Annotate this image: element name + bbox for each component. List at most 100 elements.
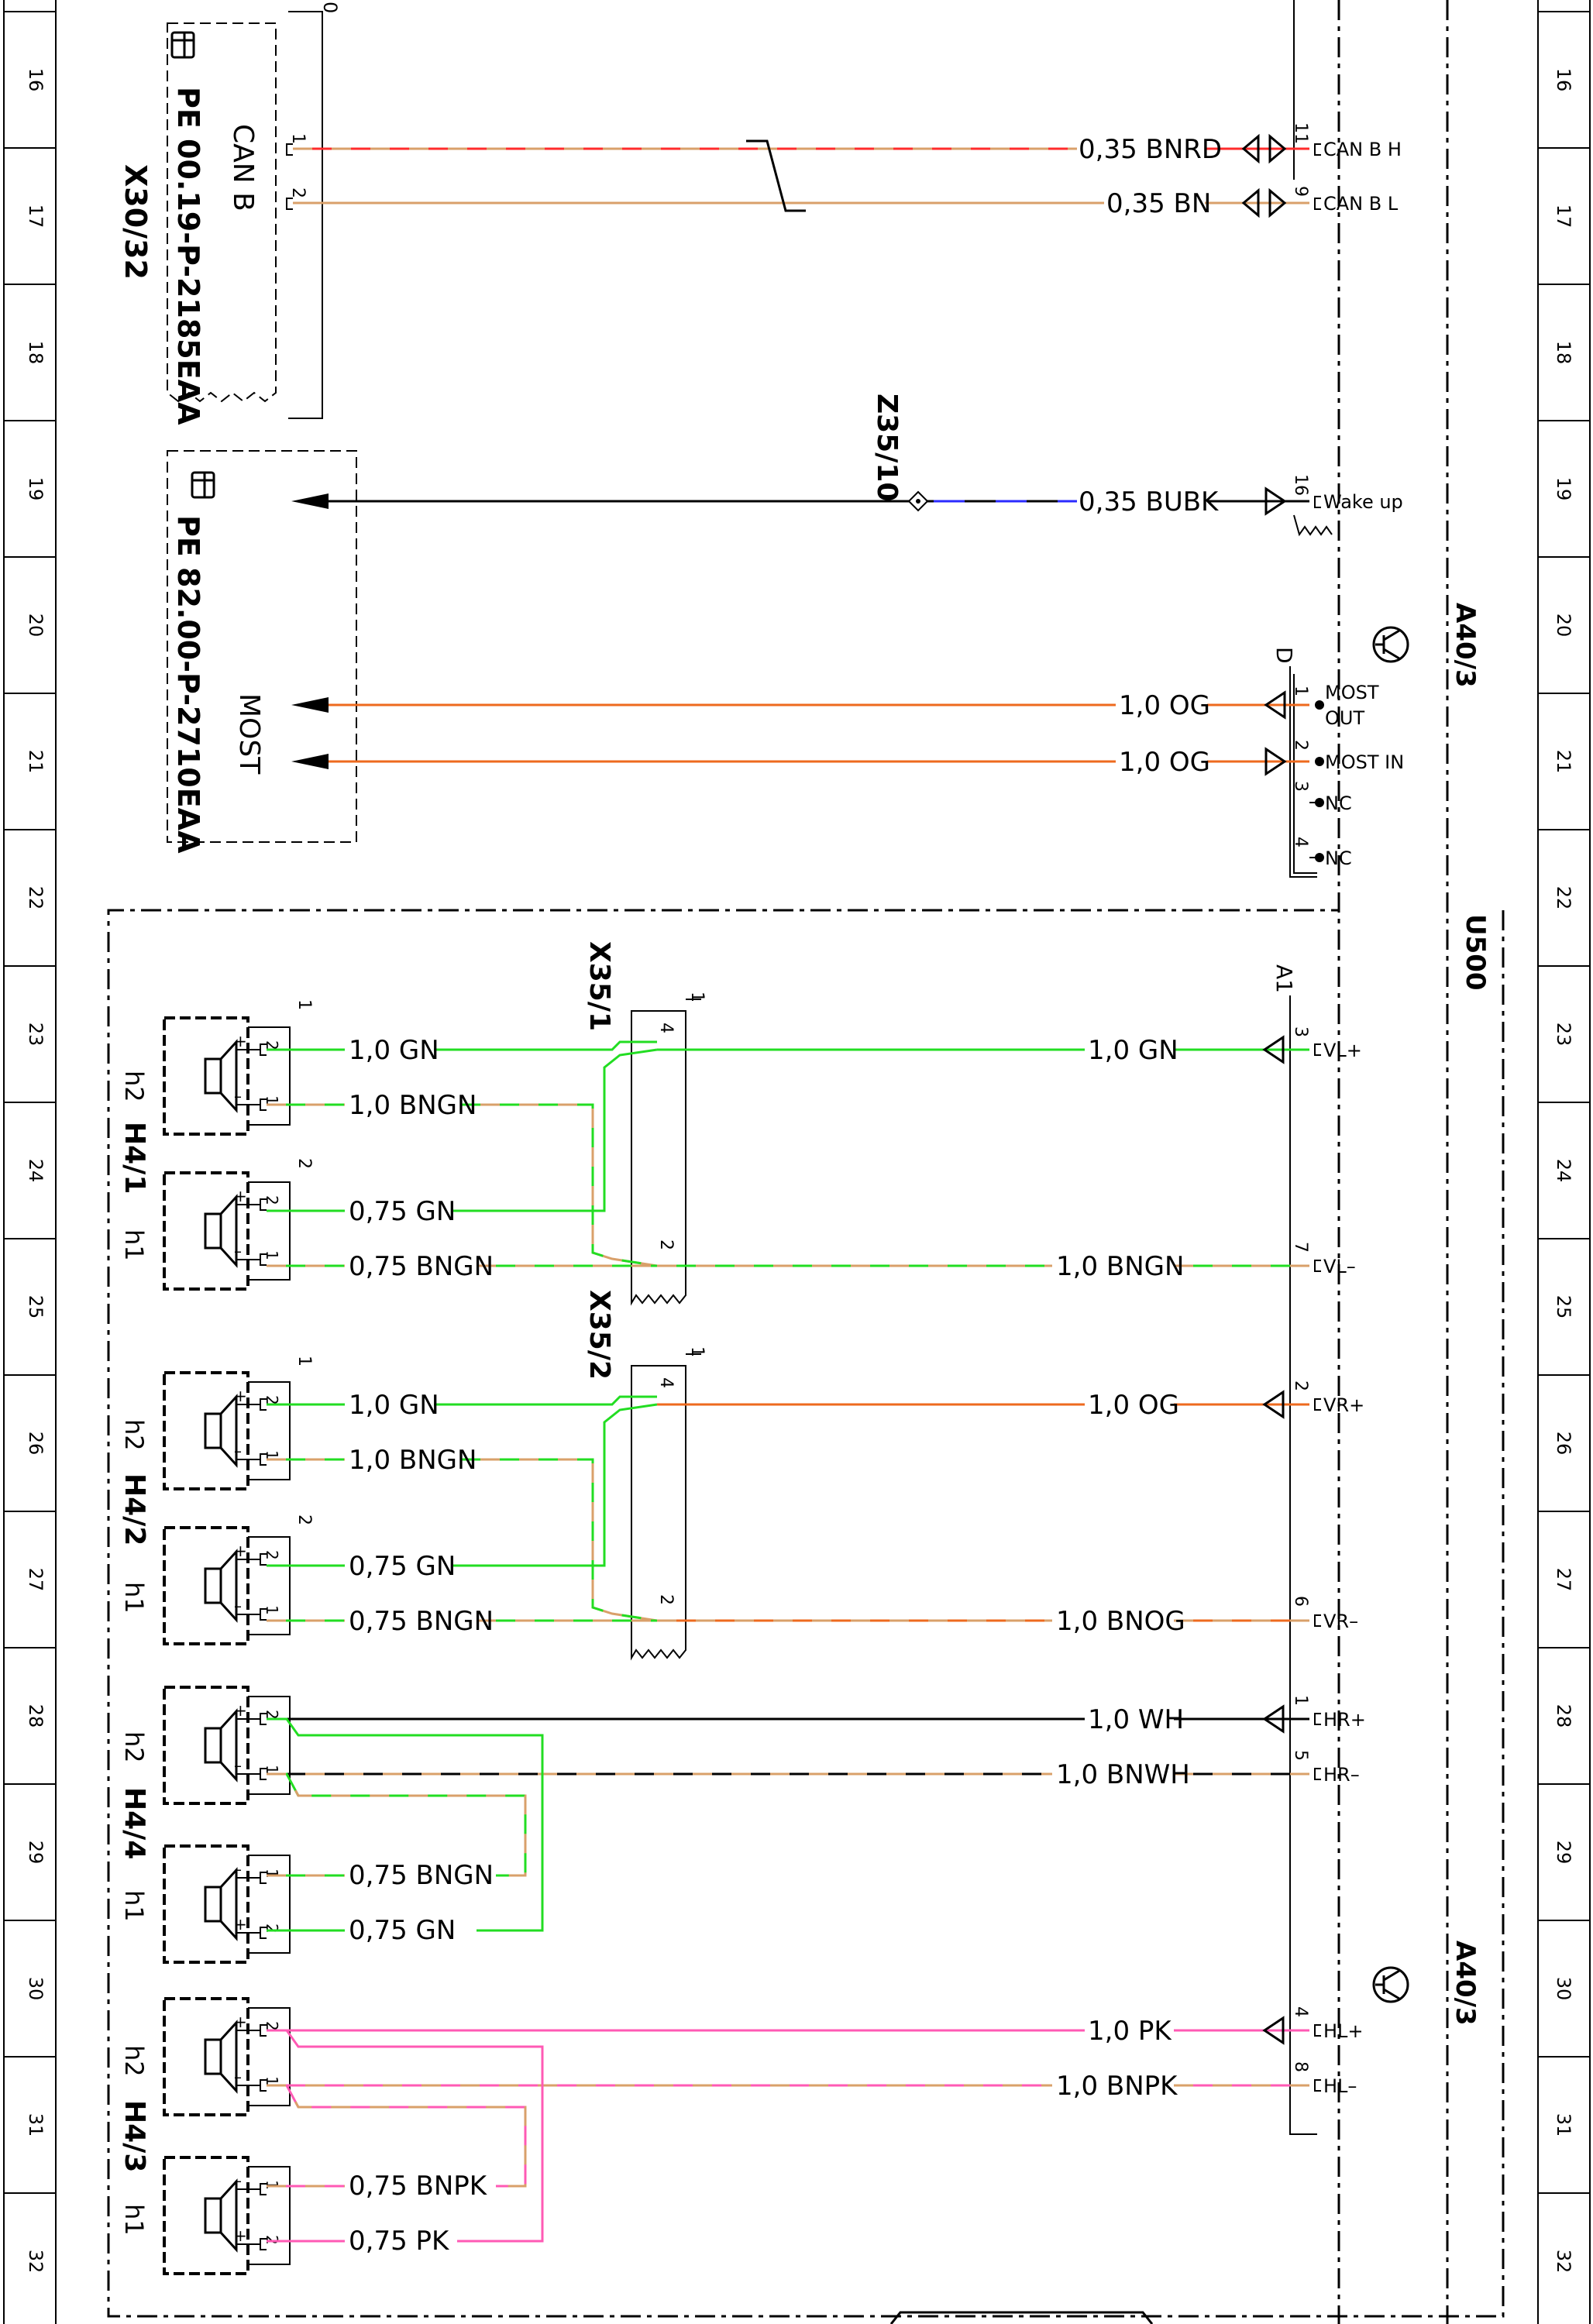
- most-ref-title: MOST: [233, 693, 265, 775]
- pin-number: 1: [1291, 1695, 1310, 1706]
- pin-number: 5: [1291, 1750, 1310, 1761]
- pin-number: 3: [1291, 1026, 1310, 1037]
- connector-x35-2: [631, 1353, 701, 1661]
- row-number: 26: [25, 1432, 46, 1456]
- speaker-polarity: –: [234, 1597, 242, 1615]
- speaker-tag: h1: [119, 2204, 149, 2236]
- speaker-polarity: +: [234, 1542, 247, 1560]
- speaker-pin-number: 1: [263, 2076, 281, 2086]
- pin-number: 4: [1291, 2006, 1310, 2017]
- hand-pointer-icon: [191, 471, 215, 499]
- pin-number: 1: [687, 992, 707, 1002]
- row-number: 20: [25, 614, 46, 638]
- speaker-box: [163, 1526, 249, 1645]
- speaker-box: [163, 1844, 249, 1964]
- pin-number: 4: [656, 1377, 676, 1388]
- speaker-icon: +–21: [163, 1997, 291, 2116]
- speaker-pin-number: 2: [263, 2235, 281, 2245]
- pin-label-nc: NC: [1325, 792, 1352, 814]
- row-number: 18: [1553, 341, 1574, 365]
- wire-label-vl-plus: 1,0 GN: [1088, 1035, 1178, 1066]
- row-numbers-right: 16 17 18 19 20 21 22 23 24 25 26 27 28 2…: [1553, 68, 1574, 2274]
- speaker-tag: h2: [119, 1419, 149, 1451]
- pin-number: 1: [687, 1346, 707, 1357]
- row-number: 17: [1553, 205, 1574, 229]
- speaker-terminal-frame: [248, 1855, 291, 1954]
- speaker-polarity: –: [234, 1087, 242, 1105]
- wire-label: 1,0 BNGN: [349, 1090, 477, 1121]
- speaker-group-h4-3: H4/3: [119, 2100, 150, 2172]
- speaker-box: [163, 1686, 249, 1805]
- can-ref-title: CAN B: [227, 124, 259, 211]
- pin-number: 3: [1291, 781, 1310, 792]
- speaker-pin-number: 1: [263, 1095, 281, 1105]
- row-number: 24: [1553, 1159, 1574, 1183]
- speaker-pin-number: 2: [263, 1195, 281, 1205]
- pin-number: 16: [1291, 474, 1310, 496]
- speaker-box: [163, 1171, 249, 1291]
- row-number: 22: [1553, 886, 1574, 910]
- row-number: 30: [25, 1977, 46, 2001]
- wire-label: 1,0 GN: [349, 1035, 439, 1066]
- row-number: 32: [25, 2250, 46, 2274]
- speaker-pin-number: 1: [263, 1868, 281, 1879]
- row-number: 32: [1553, 2250, 1574, 2274]
- input-arrow-icon: [1264, 486, 1287, 516]
- top-label-zero: 0: [319, 2, 341, 13]
- row-number: 28: [25, 1704, 46, 1728]
- row-number: 27: [25, 1568, 46, 1592]
- speaker-terminal-frame: [248, 1381, 291, 1480]
- transistor-icon: [1372, 1966, 1409, 2003]
- transistor-icon: [1372, 626, 1409, 663]
- speaker-number: 2: [294, 1158, 314, 1169]
- speaker-terminal-frame: [248, 1181, 291, 1281]
- pin-label-can-b-l: CAN B L: [1323, 193, 1399, 215]
- pin-number: 4: [1291, 837, 1310, 847]
- wire-stripe: [267, 1772, 527, 1877]
- speaker-polarity: +: [234, 2013, 247, 2031]
- lower-wires: [267, 1040, 1309, 2243]
- x30-32-label: X30/32: [119, 164, 153, 280]
- speaker-polarity: –: [234, 1860, 242, 1879]
- speaker-icon: +–21: [163, 1686, 291, 1805]
- wire-label-hl-minus: 1,0 BNPK: [1056, 2071, 1178, 2102]
- most-in-wire: [291, 754, 1309, 769]
- speaker-icon: +–21: [163, 1526, 291, 1645]
- pin-number: 9: [1291, 186, 1310, 197]
- speaker-pin-number: 1: [263, 2180, 281, 2190]
- right-row-ruler: [1537, 0, 1591, 2324]
- speaker-number: 1: [294, 1356, 314, 1367]
- pin-label-vr-minus: VR–: [1323, 1611, 1358, 1632]
- row-number: 26: [1553, 1432, 1574, 1456]
- wire-label-vr-plus: 1,0 OG: [1088, 1390, 1179, 1421]
- wire-label: 1,0 GN: [349, 1390, 439, 1421]
- speaker-icon: +–21: [163, 1371, 291, 1490]
- wire-label: 0,75 BNGN: [349, 1606, 494, 1637]
- speaker-box: [163, 1997, 249, 2116]
- can-ref-code: PE 00.19-P-2185EAA: [171, 87, 205, 425]
- pin-number: 2: [656, 1594, 676, 1605]
- speaker-polarity: –: [234, 1442, 242, 1460]
- speaker-icon: –+12: [163, 1844, 291, 1964]
- row-numbers-left: 16 17 18 19 20 21 22 23 24 25 26 27 28 2…: [25, 68, 46, 2274]
- wire-label: 0,75 GN: [349, 1915, 456, 1946]
- speaker-pin-number: 1: [263, 1765, 281, 1775]
- row-number: 25: [25, 1295, 46, 1319]
- connector-label-d: D: [1271, 647, 1297, 664]
- speaker-pin-number: 1: [263, 1250, 281, 1260]
- wire: [453, 1048, 658, 1212]
- row-number: 29: [25, 1841, 46, 1865]
- can-pin-markers: [286, 143, 293, 210]
- pin-number: 2: [656, 1239, 676, 1250]
- speaker-terminal-frame: [248, 1696, 291, 1795]
- speaker-box: [163, 1016, 249, 1136]
- speaker-polarity: +: [234, 2226, 247, 2245]
- row-number: 31: [25, 2113, 46, 2137]
- speaker-box: [163, 1371, 249, 1490]
- speaker-terminal-frame: [248, 2166, 291, 2265]
- speaker-icon: +–21: [163, 1171, 291, 1291]
- module-label-a40-3-top: A40/3: [1450, 603, 1481, 688]
- speaker-pin-number: 2: [263, 1395, 281, 1405]
- pin-label-hl-plus: HL+: [1323, 2020, 1364, 2042]
